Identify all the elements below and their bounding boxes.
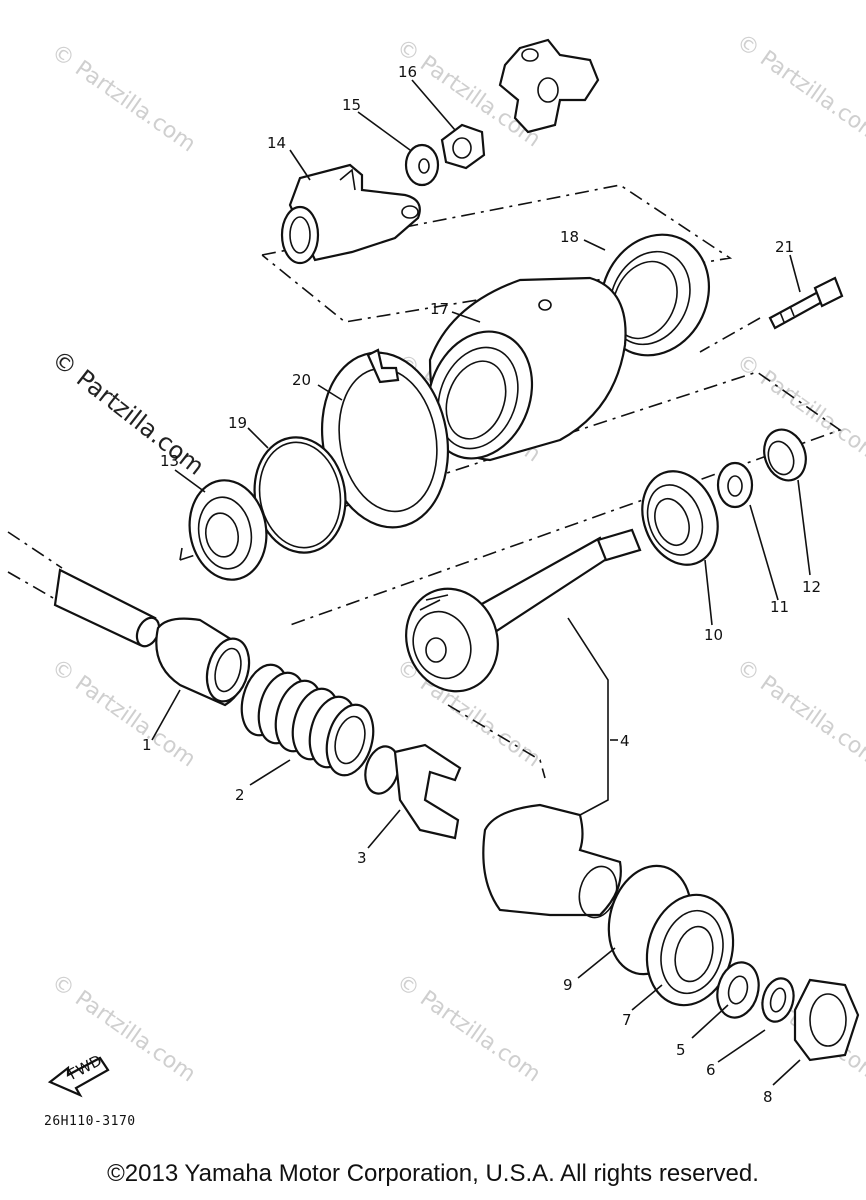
- copyright-notice: ©2013 Yamaha Motor Corporation, U.S.A. A…: [107, 1160, 759, 1187]
- callout-8: 8: [763, 1088, 773, 1106]
- callout-12: 12: [802, 578, 821, 596]
- lower-group-outline: [447, 704, 546, 779]
- callout-9: 9: [563, 976, 573, 994]
- part-5-washer: [716, 961, 760, 1019]
- part-13-bearing: [188, 479, 268, 581]
- part-6-lock-washer: [761, 977, 795, 1023]
- callout-6: 6: [706, 1061, 716, 1079]
- callout-18: 18: [560, 228, 579, 246]
- callout-1: 1: [142, 736, 152, 754]
- exploded-view: © Partzilla.com © Partzilla.com © Partzi…: [7, 29, 866, 1106]
- callouts: 1 2 3 4 5 6 7 8 9 10 11 12 13 14 15 16 1…: [142, 63, 821, 1106]
- group-outlines: [7, 184, 842, 779]
- callout-10: 10: [704, 626, 723, 644]
- callout-13: 13: [160, 452, 179, 470]
- part-17-housing: [426, 276, 627, 462]
- callout-20: 20: [292, 371, 311, 389]
- part-16-nut: [440, 123, 486, 170]
- watermark: © Partzilla.com: [392, 969, 545, 1087]
- fwd-arrow-icon: FWD: [47, 1051, 110, 1098]
- shaft-center-line: [7, 531, 63, 569]
- callout-15: 15: [342, 96, 361, 114]
- drive-shaft: [53, 568, 161, 648]
- callout-2: 2: [235, 786, 245, 804]
- callout-11: 11: [770, 598, 789, 616]
- callout-4: 4: [620, 732, 630, 750]
- leader-lines: [151, 79, 811, 1086]
- part-18-seal: [599, 233, 711, 357]
- ring-gear: [482, 803, 622, 919]
- upper-group-outline: [261, 184, 733, 323]
- callout-7: 7: [622, 1011, 632, 1029]
- watermarks: © Partzilla.com © Partzilla.com © Partzi…: [46, 29, 866, 1087]
- callout-19: 19: [228, 414, 247, 432]
- part-12-seal: [763, 428, 807, 482]
- part-15-washer: [404, 143, 440, 187]
- watermark: © Partzilla.com: [47, 39, 200, 157]
- watermark-dark: © Partzilla.com: [46, 345, 209, 481]
- part-21-bolt: [768, 276, 844, 330]
- part-7-bearing: [645, 893, 735, 1007]
- callout-17: 17: [430, 300, 449, 318]
- part-11-washer: [716, 461, 754, 509]
- watermark: © Partzilla.com: [732, 29, 866, 147]
- part-14-yoke: [280, 163, 421, 265]
- diagram-code: 26H110-3170: [44, 1114, 136, 1129]
- part-10-bearing: [641, 470, 719, 566]
- callout-5: 5: [676, 1041, 686, 1059]
- part-1-sleeve: [155, 617, 251, 707]
- callout-16: 16: [398, 63, 417, 81]
- middle-group-outline: [179, 371, 842, 626]
- part-2-spring: [240, 663, 375, 777]
- part-3-slider: [364, 743, 462, 840]
- watermark: © Partzilla.com: [732, 654, 866, 772]
- callout-3: 3: [357, 849, 367, 867]
- part-8-nut: [793, 978, 860, 1062]
- callout-14: 14: [267, 134, 286, 152]
- callout-21: 21: [775, 238, 794, 256]
- universal-joint: [498, 38, 600, 134]
- part-4-pinion-gear: [405, 528, 642, 693]
